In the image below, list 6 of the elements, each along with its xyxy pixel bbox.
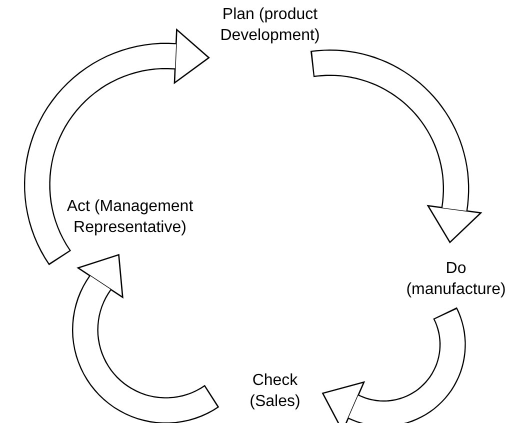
- stage-label: Do (manufacture): [405, 259, 507, 300]
- stage-label: Plan (product Development): [219, 5, 321, 46]
- curved-arrow: [72, 254, 220, 423]
- curved-arrow: [24, 29, 210, 266]
- stage-label: Act (Management Representative): [66, 197, 194, 238]
- stage-label: Check (Sales): [248, 371, 302, 412]
